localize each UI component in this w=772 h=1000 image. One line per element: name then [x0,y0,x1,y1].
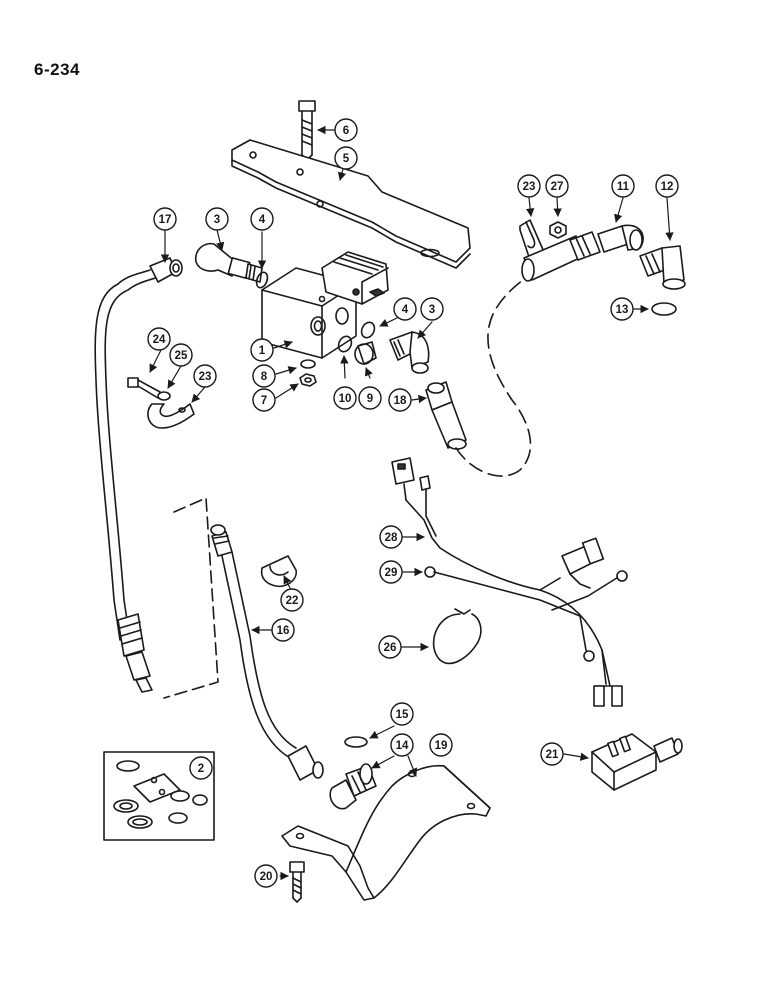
callout-26: 26 [378,635,402,659]
callout-20: 20 [254,864,278,888]
hose-routing-dashed [163,497,219,699]
svg-text:11: 11 [617,181,630,193]
hose-fitting-part [521,231,601,282]
callout-25: 25 [169,343,193,367]
support-bracket-part [281,764,491,901]
o-ring-part [360,321,376,339]
callout-23: 23 [193,364,217,388]
tube-clamp-part [260,555,297,588]
nut-part [299,373,317,387]
svg-text:25: 25 [175,350,188,362]
wiring-harness-part [391,457,623,707]
ground-wire-part [424,566,628,662]
callout-15: 15 [390,702,414,726]
callout-19: 19 [429,733,453,757]
svg-text:4: 4 [259,214,266,226]
pressure-switch-part [591,733,683,791]
svg-text:28: 28 [385,532,398,544]
page-number: 6-234 [34,60,80,79]
svg-text:17: 17 [159,214,172,226]
callout-4: 4 [393,297,417,321]
valve-block-part [261,251,389,359]
svg-text:24: 24 [153,334,166,346]
mounting-plate-part [231,139,471,269]
hose-fitting-part [425,381,467,450]
callout-8: 8 [252,364,276,388]
o-ring-part [337,335,353,353]
svg-text:19: 19 [435,740,448,752]
callout-12: 12 [655,174,679,198]
o-ring-part [651,302,677,316]
callout-3: 3 [420,297,444,321]
callout-18: 18 [388,388,412,412]
svg-text:15: 15 [396,709,409,721]
svg-text:13: 13 [616,304,629,316]
callout-2: 2 [189,756,213,780]
hose-assembly-part [94,257,183,693]
svg-text:21: 21 [546,749,559,761]
callout-1: 1 [250,338,274,362]
svg-text:14: 14 [396,740,409,752]
svg-text:10: 10 [339,393,352,405]
elbow-fitting-part [195,242,263,283]
callout-13: 13 [610,297,634,321]
o-ring-part [344,736,368,748]
callout-10: 10 [333,386,357,410]
callout-6: 6 [334,118,358,142]
o-ring-part [255,271,269,289]
callouts: 6 5 17 3 4 23 27 11 12 13 4 3 1 24 25 23… [147,118,679,888]
callout-16: 16 [271,618,295,642]
svg-text:7: 7 [261,395,267,407]
svg-text:16: 16 [277,625,290,637]
leader-lines [149,125,674,881]
svg-text:23: 23 [523,181,536,193]
hose-routing-dashed [455,271,535,477]
elbow-fitting-part [389,331,430,374]
svg-text:9: 9 [367,393,373,405]
callout-3: 3 [205,207,229,231]
svg-text:5: 5 [343,153,350,165]
elbow-fitting-part [597,224,644,253]
callout-22: 22 [280,588,304,612]
svg-text:20: 20 [260,871,273,883]
svg-text:1: 1 [259,345,266,357]
callout-24: 24 [147,327,171,351]
washer-part [300,359,316,369]
callout-27: 27 [545,174,569,198]
callout-14: 14 [390,733,414,757]
nut-part [549,221,567,239]
callout-28: 28 [379,525,403,549]
tube-assembly-part [210,524,324,781]
callout-7: 7 [252,388,276,412]
svg-text:3: 3 [214,214,220,226]
svg-text:22: 22 [286,595,299,607]
elbow-fitting-part [329,763,377,810]
svg-text:27: 27 [551,181,564,193]
svg-text:4: 4 [402,304,409,316]
callout-4: 4 [250,207,274,231]
callout-5: 5 [334,146,358,170]
svg-text:2: 2 [198,763,204,775]
callout-11: 11 [611,174,635,198]
band-clamp-part [432,608,482,665]
svg-text:26: 26 [384,642,397,654]
clamp-hardware-part [127,377,195,429]
plug-part [354,341,377,365]
bolt-part [289,861,305,903]
elbow-fitting-part [639,245,686,290]
svg-text:12: 12 [661,181,674,193]
callout-17: 17 [153,207,177,231]
callout-21: 21 [540,742,564,766]
callout-23: 23 [517,174,541,198]
svg-text:8: 8 [261,371,268,383]
svg-text:29: 29 [385,567,398,579]
callout-9: 9 [358,386,382,410]
svg-text:6: 6 [343,125,349,137]
svg-text:3: 3 [429,304,435,316]
svg-text:18: 18 [394,395,407,407]
svg-text:23: 23 [199,371,212,383]
bolt-part [298,100,316,161]
callout-29: 29 [379,560,403,584]
